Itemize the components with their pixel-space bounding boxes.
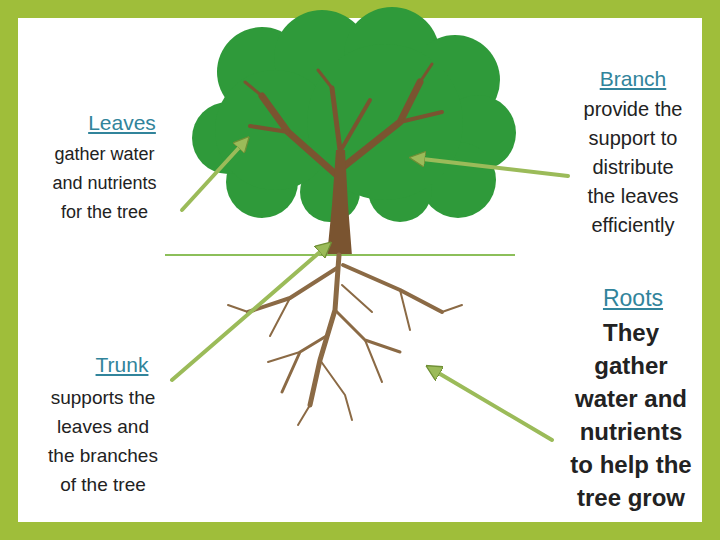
tree-trunk [327,150,352,256]
tree-roots [228,255,462,425]
part-name: Leaves [62,110,182,136]
part-description: They gather water and nutrients to help … [568,316,694,514]
leader-arrows [172,140,568,440]
leader-arrow [182,140,246,210]
part-description: provide the support to distribute the le… [577,95,689,240]
part-name: Branch [573,66,693,92]
leader-arrow [414,158,568,176]
part-name: Trunk [62,352,182,378]
slide-panel [18,18,702,522]
leader-arrow [430,368,552,440]
tree-canopy [192,7,516,222]
leader-arrow [172,245,328,380]
part-description: gather water and nutrients for the tree [42,140,167,227]
part-name: Roots [573,284,693,312]
part-description: supports the leaves and the branches of … [44,383,162,499]
